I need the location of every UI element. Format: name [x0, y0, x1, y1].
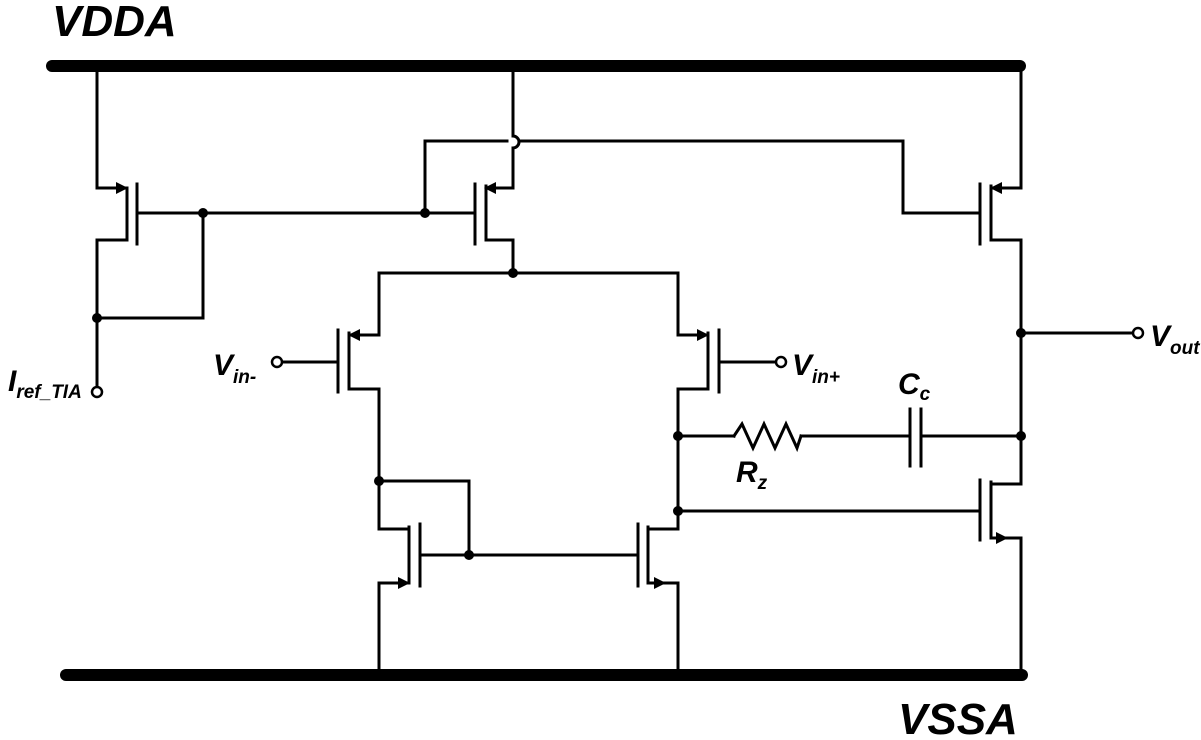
pmos-tail-source — [420, 64, 521, 275]
nmos-load-diode — [374, 476, 640, 677]
nmos-load-mirror — [636, 509, 680, 677]
vdda-label: VDDA — [52, 0, 177, 46]
pmos-input-plus — [676, 271, 778, 513]
pmos-output-source — [978, 64, 1023, 335]
vin-minus-label: Vin- — [213, 349, 256, 388]
cc-label: Cc — [898, 368, 931, 405]
vssa-label: VSSA — [898, 695, 1018, 740]
vin-plus-label: Vin+ — [792, 349, 840, 388]
iref-label: Iref_TIA — [8, 365, 82, 403]
pmos-reference-mirror — [92, 64, 427, 394]
vin-plus-terminal — [774, 355, 788, 369]
nmos-output-driver — [978, 434, 1023, 677]
compensation-network — [673, 407, 1026, 468]
vout-label: Vout — [1150, 320, 1200, 359]
resistor-rz — [731, 420, 803, 453]
bias-line — [423, 139, 982, 215]
pmos-input-minus — [280, 271, 381, 483]
rz-label: Rz — [736, 456, 768, 494]
iref-terminal — [90, 385, 104, 399]
vout-terminal — [1131, 326, 1145, 340]
vin-minus-terminal — [270, 355, 284, 369]
